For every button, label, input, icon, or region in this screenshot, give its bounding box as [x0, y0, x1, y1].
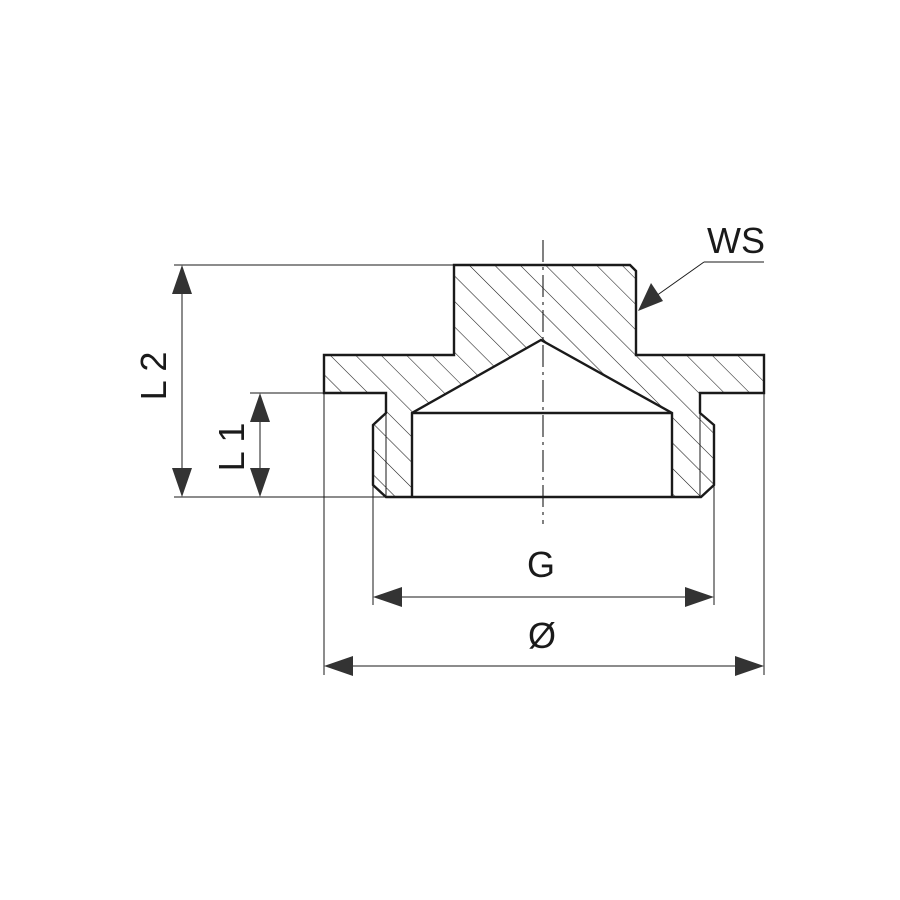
dimension-diameter: Ø [324, 615, 764, 676]
dimension-g: G [373, 544, 714, 607]
plug-body-outline [322, 263, 766, 499]
diameter-label: Ø [528, 615, 556, 656]
l1-label: L 1 [211, 423, 252, 472]
ws-label: WS [707, 220, 765, 261]
dimension-l1: L 1 [211, 393, 270, 497]
ws-leader: WS [638, 220, 765, 311]
extension-lines [174, 264, 765, 675]
g-label: G [527, 544, 555, 585]
inner-bore-outline [410, 338, 674, 497]
dimension-l2: L 2 [133, 265, 192, 497]
l2-label: L 2 [133, 352, 174, 401]
